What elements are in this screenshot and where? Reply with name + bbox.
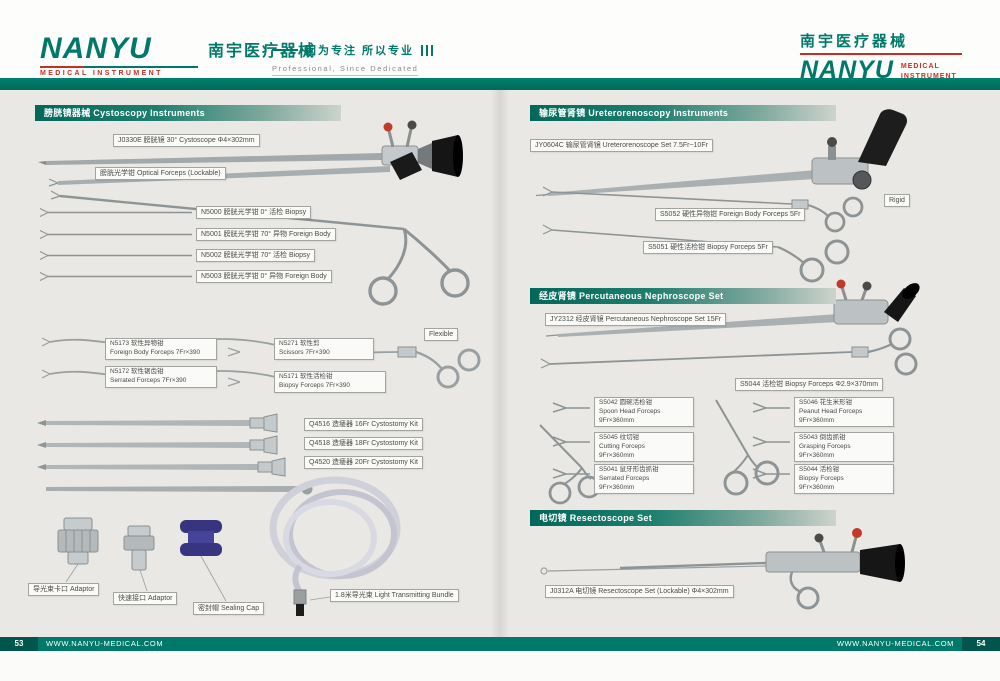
label-line3: 9Fr×360mm bbox=[799, 483, 835, 491]
label-q4520: Q4520 造瘘器 20Fr Cystostomy Kit bbox=[304, 456, 423, 470]
brand-logo-right: 南宇医疗器械 NANYU MEDICAL INSTRUMENT bbox=[800, 30, 962, 83]
section-banner-nephroscope: 经皮肾镜 Percutaneous Nephroscope Set bbox=[530, 288, 836, 304]
label-line3: 9Fr×360mm bbox=[599, 483, 635, 491]
label-line1: S5045 纹切钳 bbox=[599, 434, 640, 441]
label-s5041: S5041 鼠牙形齿抓钳 Serrated Forceps 9Fr×360mm bbox=[594, 464, 694, 495]
label-line1: S5042 圆碗活检钳 bbox=[599, 399, 653, 406]
tagline-chinese: 因为专注 所以专业 bbox=[305, 45, 415, 57]
brand-chinese-right: 南宇医疗器械 bbox=[800, 33, 909, 50]
label-s5042: S5042 圆碗活检钳 Spoon Head Forceps 9Fr×360mm bbox=[594, 397, 694, 428]
section-banner-cystoscopy: 膀胱镜器械 Cystoscopy Instruments bbox=[35, 105, 341, 121]
label-n5173: N5173 软性异物钳 Foreign Body Forceps 7Fr×390 bbox=[105, 338, 217, 360]
label-n5271: N5271 软性剪 Scissors 7Fr×390 bbox=[274, 338, 374, 360]
tagline-english: Professional, Since Dedicated bbox=[272, 64, 419, 76]
label-n5171: N5171 软性活检钳 Biopsy Forceps 7Fr×390 bbox=[274, 371, 386, 393]
label-s5044-long: S5044 活检钳 Biopsy Forceps Φ2.9×370mm bbox=[735, 378, 884, 392]
label-n5003: N5003 膀胱光学钳 0° 异物 Foreign Body bbox=[196, 270, 332, 284]
label-line1: S5046 花生米形钳 bbox=[799, 399, 853, 406]
label-line1: N5172 软性锯齿钳 bbox=[110, 368, 164, 375]
label-line1: S5041 鼠牙形齿抓钳 bbox=[599, 466, 659, 473]
label-line3: 9Fr×360mm bbox=[599, 451, 635, 459]
label-line2: Serrated Forceps bbox=[599, 474, 650, 482]
label-light-bundle: 1.8米导光束 Light Transmitting Bundle bbox=[330, 589, 459, 603]
label-rigid: Rigid bbox=[884, 194, 910, 208]
label-s5046: S5046 花生米形钳 Peanut Head Forceps 9Fr×360m… bbox=[794, 397, 894, 428]
brand-subtitle-line1: MEDICAL bbox=[900, 63, 940, 71]
label-s5045: S5045 纹切钳 Cutting Forceps 9Fr×360mm bbox=[594, 432, 694, 463]
label-j0330e: J0330E 膀胱镜 30° Cystoscope Φ4×302mm bbox=[113, 134, 260, 148]
label-n5001: N5001 膀胱光学钳 70° 异物 Foreign Body bbox=[196, 228, 336, 242]
website-url-left: WWW.NANYU-MEDICAL.COM bbox=[46, 639, 164, 648]
label-s5044-grid: S5044 活检钳 Biopsy Forceps 9Fr×360mm bbox=[794, 464, 894, 495]
bottom-margin bbox=[0, 651, 1000, 681]
label-adaptor-bayonet: 导光束卡口 Adaptor bbox=[28, 583, 100, 597]
label-line2: Biopsy Forceps bbox=[799, 474, 844, 482]
brand-chinese: 南宇医疗器械 bbox=[208, 43, 317, 60]
label-sealing-cap: 密封帽 Sealing Cap bbox=[193, 602, 265, 616]
label-flexible: Flexible bbox=[424, 328, 459, 342]
label-line3: 9Fr×360mm bbox=[599, 416, 635, 424]
label-line2: Foreign Body Forceps 7Fr×390 bbox=[110, 348, 201, 356]
label-line2: Spoon Head Forceps bbox=[599, 407, 661, 415]
label-adaptor-quick: 快速接口 Adaptor bbox=[113, 592, 178, 606]
brand-subtitle-right: MEDICAL INSTRUMENT bbox=[901, 62, 957, 83]
label-line3: 9Fr×360mm bbox=[799, 416, 835, 424]
label-q4518: Q4518 造瘘器 18Fr Cystostomy Kit bbox=[304, 437, 423, 451]
label-line1: N5271 软性剪 bbox=[279, 340, 320, 347]
page-number-right: 54 bbox=[962, 637, 1000, 651]
tagline-dash-decoration bbox=[272, 49, 298, 51]
label-line1: S5044 活检钳 bbox=[799, 466, 840, 473]
section-banner-ureterorenoscopy: 输尿管肾镜 Ureterorenoscopy Instruments bbox=[530, 105, 836, 121]
label-n5000: N5000 膀胱光学钳 0° 活检 Biopsy bbox=[196, 206, 312, 220]
brand-underline bbox=[40, 66, 198, 68]
label-line2: Biopsy Forceps 7Fr×390 bbox=[279, 381, 350, 389]
brand-underline-right bbox=[800, 53, 962, 55]
header: NANYU MEDICAL INSTRUMENT 南宇医疗器械 因为专注 所以专… bbox=[0, 0, 1000, 83]
label-s5051: S5051 硬性活检钳 Biopsy Forceps 5Fr bbox=[643, 241, 773, 255]
brand-subtitle-line2: INSTRUMENT bbox=[900, 72, 957, 80]
label-line2: Peanut Head Forceps bbox=[799, 407, 863, 415]
label-n5002: N5002 膀胱光学钳 70° 活检 Biopsy bbox=[196, 249, 316, 263]
header-divider-bar bbox=[0, 78, 1000, 90]
header-tagline: 因为专注 所以专业 Professional, Since Dedicated bbox=[272, 42, 436, 76]
brand-logo-left: NANYU MEDICAL INSTRUMENT 南宇医疗器械 bbox=[40, 34, 316, 77]
label-jy0604c: JY0604C 输尿管肾镜 Ureterorenoscope Set 7.5Fr… bbox=[530, 139, 713, 153]
label-n5172: N5172 软性锯齿钳 Serrated Forceps 7Fr×390 bbox=[105, 366, 217, 388]
label-j0312a: J0312A 电切镜 Resectoscope Set (Lockable) Φ… bbox=[545, 585, 734, 599]
label-q4516: Q4516 造瘘器 16Fr Cystostomy Kit bbox=[304, 418, 423, 432]
label-line2: Scissors 7Fr×390 bbox=[279, 348, 330, 356]
label-line1: N5171 软性活检钳 bbox=[279, 373, 333, 380]
label-line2: Cutting Forceps bbox=[599, 442, 645, 450]
label-jy2312: JY2312 经皮肾镜 Percutaneous Nephroscope Set… bbox=[545, 313, 727, 327]
section-banner-resectoscope: 电切镜 Resectoscope Set bbox=[530, 510, 836, 526]
brand-subtitle: MEDICAL INSTRUMENT bbox=[40, 70, 163, 77]
center-fold-shadow bbox=[491, 90, 509, 637]
brand-wordmark: NANYU bbox=[40, 32, 152, 65]
label-optical-forceps: 膀胱光学钳 Optical Forceps (Lockable) bbox=[95, 167, 226, 181]
label-line1: S5043 倒齿抓钳 bbox=[799, 434, 846, 441]
page-number-left: 53 bbox=[0, 637, 38, 651]
label-s5043: S5043 倒齿抓钳 Grasping Forceps 9Fr×360mm bbox=[794, 432, 894, 463]
footer-bar: 53 WWW.NANYU-MEDICAL.COM WWW.NANYU-MEDIC… bbox=[0, 637, 1000, 651]
website-url-right: WWW.NANYU-MEDICAL.COM bbox=[836, 639, 954, 648]
label-line1: N5173 软性异物钳 bbox=[110, 340, 164, 347]
label-s5052: S5052 硬性异物钳 Foreign Body Forceps 5Fr bbox=[655, 208, 806, 222]
tagline-bars-decoration bbox=[421, 44, 436, 56]
label-line3: 9Fr×360mm bbox=[799, 451, 835, 459]
label-line2: Grasping Forceps bbox=[799, 442, 851, 450]
label-line2: Serrated Forceps 7Fr×390 bbox=[110, 376, 187, 384]
